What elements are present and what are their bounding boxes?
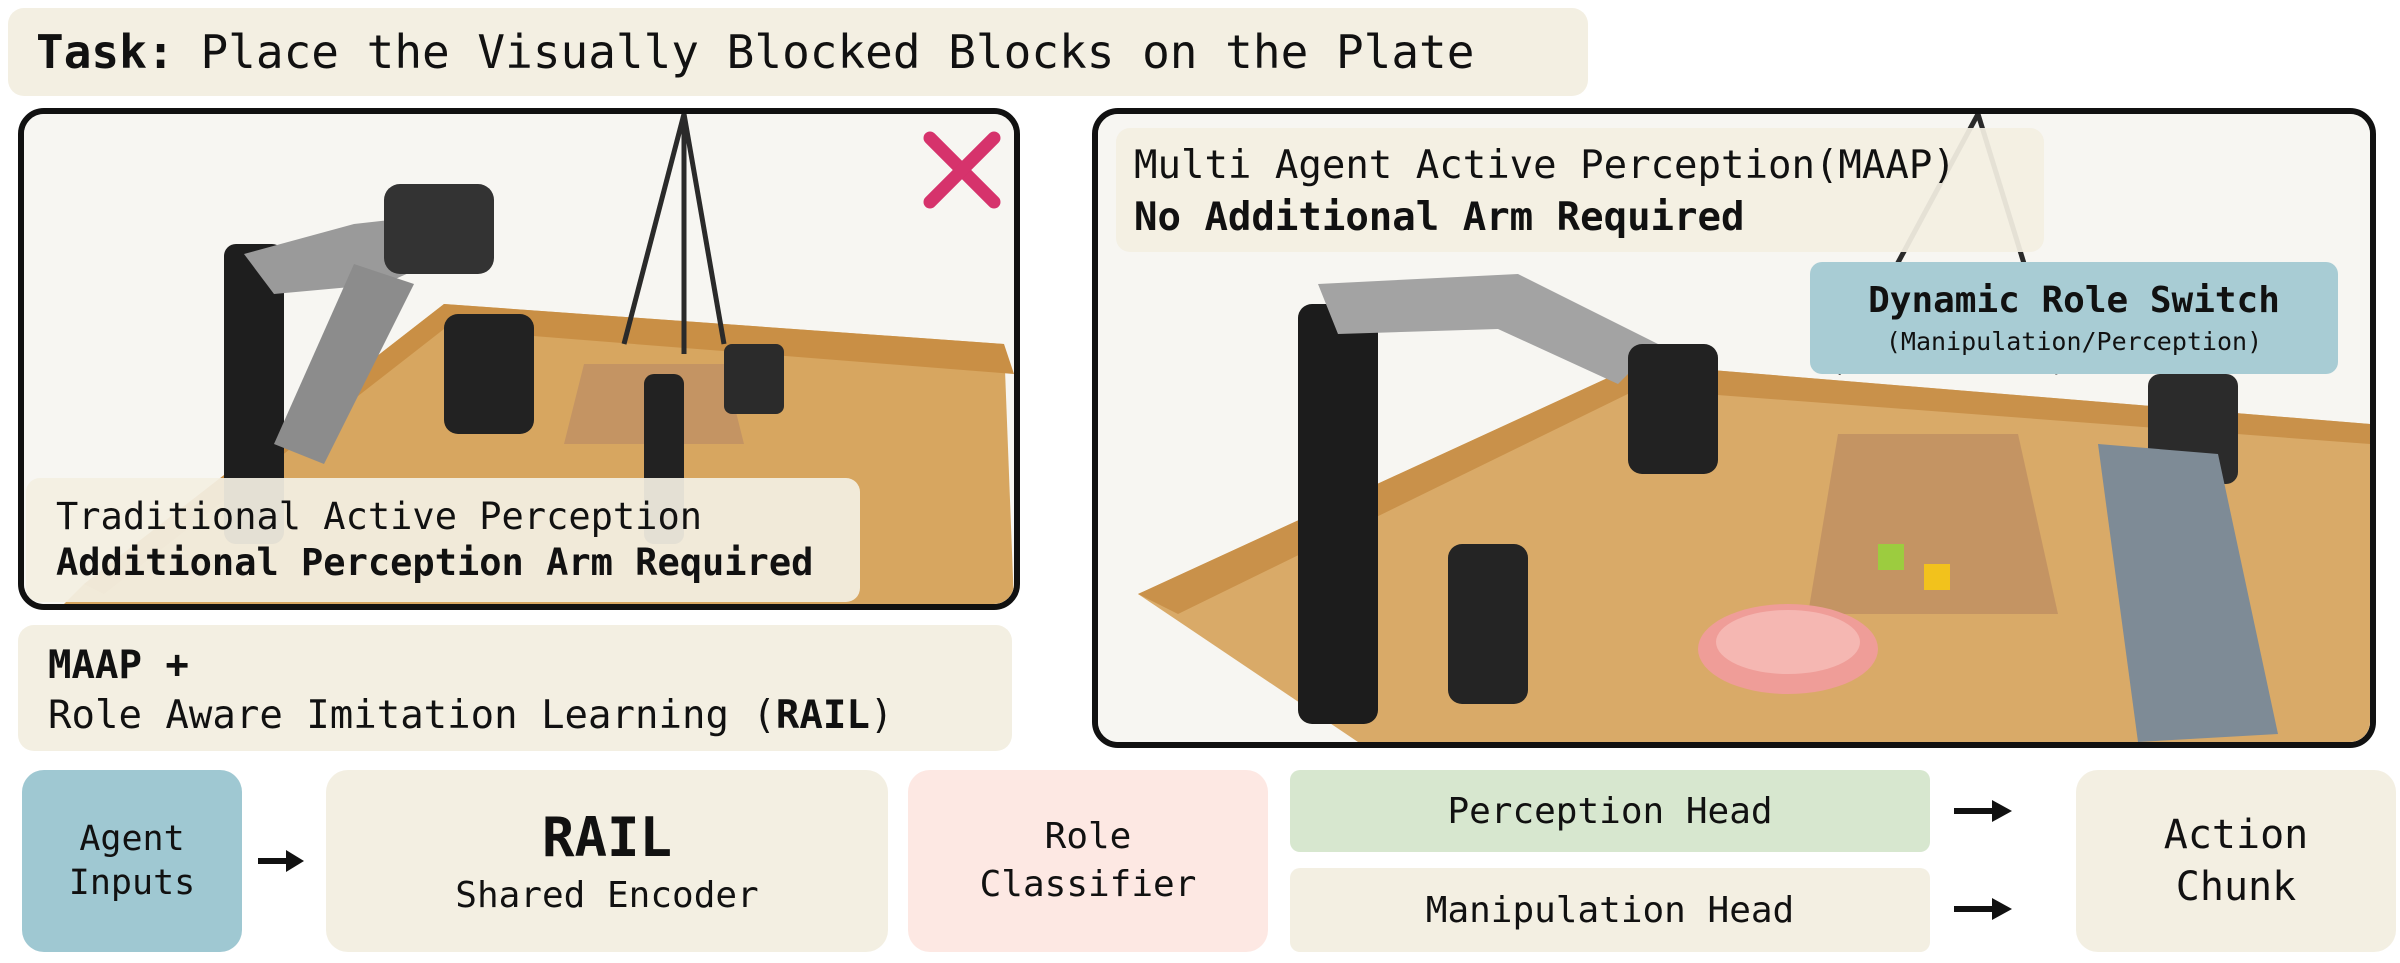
maap-line2-prefix: Role Aware Imitation Learning ( [48, 693, 776, 738]
arrow-right-icon [1954, 800, 2012, 822]
maap-line2: Role Aware Imitation Learning (RAIL) [48, 691, 1012, 741]
arrow-right-icon [258, 850, 304, 872]
left-caption-line2: Additional Perception Arm Required [56, 541, 814, 584]
role-classifier-line2: Classifier [979, 864, 1197, 905]
cross-mark-icon [923, 131, 1001, 209]
agent-inputs-box: Agent Inputs [22, 770, 242, 952]
manipulation-head-box: Manipulation Head [1290, 868, 1930, 952]
role-classifier-line1: Role [1044, 816, 1132, 857]
right-caption-line2: No Additional Arm Required [1134, 195, 1745, 240]
arrow-right-icon [1954, 898, 2012, 920]
task-label: Task: [36, 25, 175, 79]
role-switch-subtitle: (Manipulation/Perception) [1885, 327, 2263, 356]
task-text: Place the Visually Blocked Blocks on the… [200, 25, 1475, 79]
action-chunk-line2: Chunk [2175, 864, 2297, 910]
agent-inputs-line2: Inputs [68, 863, 196, 903]
rail-shared-encoder-box: RAIL Shared Encoder [326, 770, 888, 952]
action-chunk-box: Action Chunk [2076, 770, 2396, 952]
encoder-subtitle: Shared Encoder [455, 875, 759, 916]
action-chunk-line1: Action [2163, 812, 2309, 858]
encoder-title: RAIL [541, 806, 673, 869]
manipulation-head-label: Manipulation Head [1425, 889, 1795, 931]
task-banner: Task: Place the Visually Blocked Blocks … [8, 8, 1588, 96]
dynamic-role-switch-badge: Dynamic Role Switch (Manipulation/Percep… [1810, 262, 2338, 374]
maap-rail-box: MAAP + Role Aware Imitation Learning (RA… [18, 625, 1012, 751]
right-panel-caption: Multi Agent Active Perception(MAAP) No A… [1116, 128, 2044, 252]
left-panel-caption: Traditional Active Perception Additional… [26, 478, 860, 602]
maap-line2-suffix: ) [869, 693, 894, 738]
role-classifier-box: Role Classifier [908, 770, 1268, 952]
right-caption-line1: Multi Agent Active Perception(MAAP) [1134, 143, 1956, 188]
maap-line2-bold: RAIL [775, 693, 870, 738]
role-switch-title: Dynamic Role Switch [1868, 280, 2280, 321]
left-caption-line1: Traditional Active Perception [56, 495, 703, 538]
maap-line1: MAAP + [48, 643, 189, 688]
perception-head-box: Perception Head [1290, 770, 1930, 852]
agent-inputs-line1: Agent [79, 819, 185, 859]
perception-head-label: Perception Head [1447, 790, 1773, 832]
